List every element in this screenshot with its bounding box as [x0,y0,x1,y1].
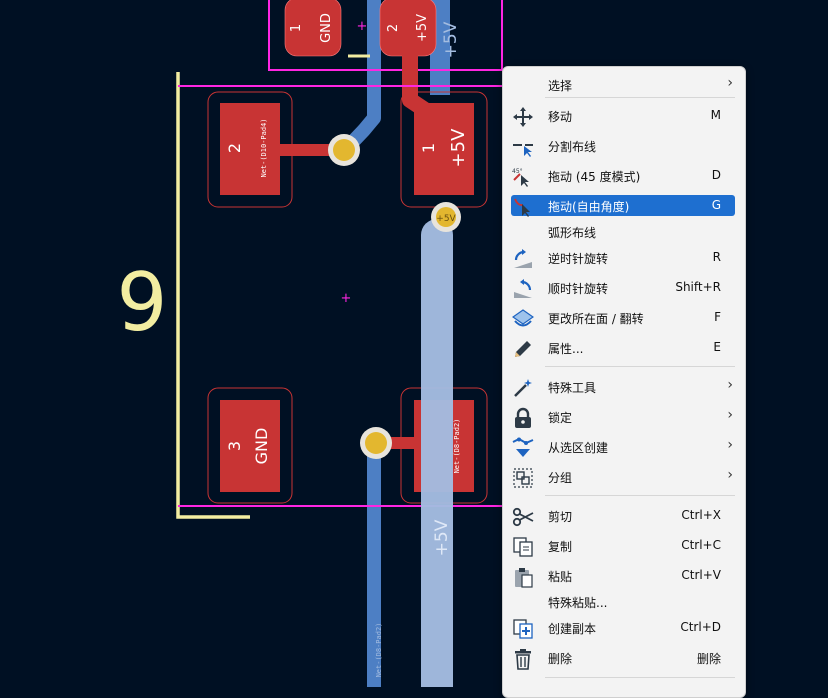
via-label: +5V [436,214,456,224]
pencil-icon [512,338,534,360]
pad-2[interactable] [220,103,280,195]
context-menu[interactable]: 选择 › 移动 M 分割布线 45° 拖动 (45 度模式) D 拖动(自由角度… [502,66,746,698]
menu-item-special-tools[interactable]: 特殊工具 › [503,376,745,398]
svg-text:45°: 45° [512,168,523,175]
menu-separator [545,677,735,678]
create-from-selection-icon [512,437,534,459]
duplicate-icon [512,618,534,640]
connector-pad-1-num: 1 [289,24,304,32]
menu-item-drag-free[interactable]: 拖动(自由角度) G [503,195,745,217]
connector-anchor-mark: + [357,19,368,34]
submenu-arrow-icon: › [727,467,733,483]
menu-item-lock[interactable]: 锁定 › [503,406,745,428]
flip-icon [512,308,534,330]
rotate-cw-icon [512,278,534,300]
menu-item-arc-track[interactable]: 弧形布线 [548,226,597,240]
copy-icon [512,536,534,558]
menu-item-delete[interactable]: 删除 删除 [503,647,745,670]
menu-item-create-from-selection[interactable]: 从选区创建 › [503,436,745,458]
connector-pad-2-num: 2 [386,24,401,32]
menu-item-rotate-ccw[interactable]: 逆时针旋转 R [503,247,745,269]
menu-highlight [511,195,735,216]
move-icon [512,106,534,128]
menu-item-properties[interactable]: 属性... E [503,337,745,359]
drag-45-icon: 45° [512,166,534,188]
submenu-arrow-icon: › [727,407,733,423]
menu-item-paste-special[interactable]: 特殊粘贴... [548,596,608,610]
menu-item-paste[interactable]: 粘贴 Ctrl+V [503,565,745,588]
menu-item-break-track[interactable]: 分割布线 [503,135,745,157]
menu-item-drag-45[interactable]: 45° 拖动 (45 度模式) D [503,165,745,187]
menu-separator [545,97,735,98]
track-label-top: +5V [441,21,461,58]
track-label-bottom: Net-(D8-Pad2) [375,623,383,678]
menu-item-move[interactable]: 移动 M [503,105,745,127]
pad-1[interactable] [414,103,474,195]
paste-icon [512,566,534,588]
pad-3[interactable] [220,400,280,492]
connector-courtyard [268,0,503,71]
pad-4-net: Net-(D8-Pad2) [453,419,461,474]
connector-pad-2-net: +5V [415,14,430,42]
magic-wand-icon [512,377,534,399]
submenu-arrow-icon: › [727,75,733,91]
pad-3-clearance [207,387,293,504]
scissors-icon [512,506,534,528]
rotate-ccw-icon [512,248,534,270]
menu-separator [545,495,735,496]
pad-2-num: 2 [225,143,244,153]
track-label-mid: +5V [432,519,452,556]
pad-3-net: GND [252,428,271,465]
menu-item-rotate-cw[interactable]: 顺时针旋转 Shift+R [503,277,745,299]
ref-designator: 9 [117,256,168,349]
menu-item-select[interactable]: 选择 › [548,75,733,93]
pad-1-net: +5V [448,128,469,168]
menu-item-cut[interactable]: 剪切 Ctrl+X [503,505,745,527]
menu-separator [545,366,735,367]
pad-1-num: 1 [419,143,438,153]
silkscreen-outline [176,72,250,519]
group-icon [512,467,534,489]
lock-icon [512,407,534,429]
track-selected-5v[interactable] [421,219,453,687]
drag-free-icon [512,196,534,218]
connector-pad-1[interactable] [284,0,342,57]
trash-icon [512,648,534,670]
menu-item-duplicate[interactable]: 创建副本 Ctrl+D [503,617,745,639]
menu-item-copy[interactable]: 复制 Ctrl+C [503,535,745,557]
break-track-icon [512,136,534,158]
submenu-arrow-icon: › [727,437,733,453]
pad-3-num: 3 [225,441,244,451]
component-anchor-mark: + [341,291,352,306]
menu-item-flip[interactable]: 更改所在面 / 翻转 F [503,307,745,329]
menu-item-group[interactable]: 分组 › [503,466,745,488]
submenu-arrow-icon: › [727,377,733,393]
pad-2-net: Net-(D10-Pad4) [260,118,268,177]
pad-2-clearance [207,91,293,208]
connector-pad-1-net: GND [319,13,334,43]
